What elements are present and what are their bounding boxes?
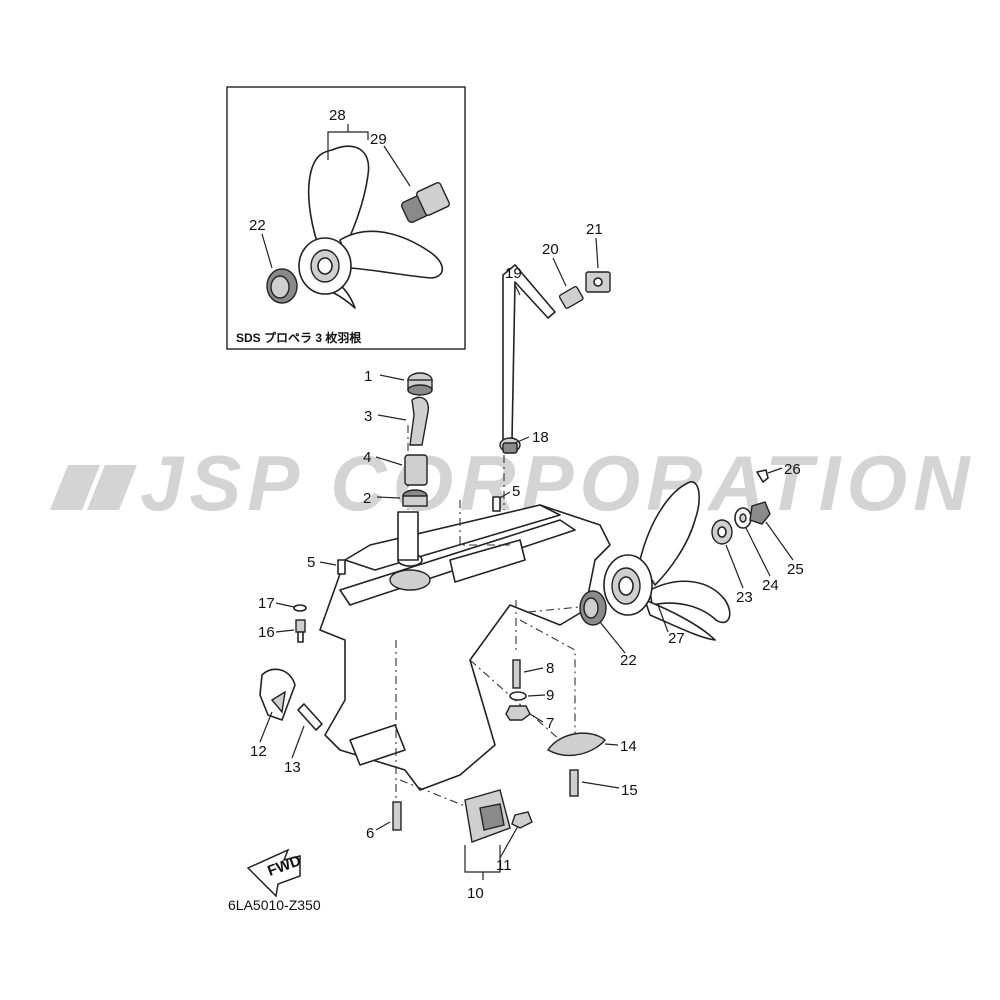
callout-15: 15 [621,782,638,799]
inset-frame [226,86,466,350]
part-3-pipe [409,396,429,446]
callout-21: 21 [586,221,603,238]
part-16-plug [295,619,306,643]
callout-2: 2 [363,490,371,507]
callout-24: 24 [762,577,779,594]
part-4-bushing [404,454,428,486]
part-21-nut [585,271,611,293]
part-5-dowel-pins [337,496,501,575]
callout-16: 16 [258,624,275,641]
part-1-grommet [407,372,433,396]
part-19-shift-rod [502,264,556,441]
callout-19: 19 [505,265,522,282]
part-15-bolt [569,769,579,797]
callout-5-right: 5 [512,483,520,500]
fwd-arrow-icon: FWD [246,848,303,898]
callout-8: 8 [546,660,554,677]
callout-20: 20 [542,241,559,258]
callout-22: 22 [620,652,637,669]
lower-case [319,504,611,791]
callout-12: 12 [250,743,267,760]
part-11-nut [511,811,533,829]
part-9-washer [509,691,527,701]
part-27-propeller [603,481,731,641]
part-20-collar [558,285,584,309]
callout-25: 25 [787,561,804,578]
callout-11: 11 [496,857,512,874]
callout-14: 14 [620,738,637,755]
part-13-bolt [297,703,323,731]
inset-thrust-washer [266,268,298,304]
drawing-code: 6LA5010-Z350 [228,897,321,913]
part-12-anode [259,668,296,721]
callout-17: 17 [258,595,275,612]
callout-26: 26 [784,461,801,478]
callout-1: 1 [364,368,372,385]
part-8-stud [512,659,521,689]
part-2-seal [402,489,428,507]
callout-23: 23 [736,589,753,606]
callout-22-inset: 22 [249,217,266,234]
callout-10: 10 [467,885,484,902]
callout-13: 13 [284,759,301,776]
part-24-washer [734,507,752,529]
leader-lines [259,237,794,880]
watermark-logo [50,465,137,510]
part-10-anode [464,789,511,843]
inset-title: SDS プロペラ 3 枚羽根 [236,330,361,345]
part-14-trim-tab [546,732,606,757]
callout-18: 18 [532,429,549,446]
sds-damper [400,182,450,224]
part-22-thrust-washer [579,590,607,626]
callout-3: 3 [364,408,372,425]
callouts: 1 3 4 2 5 5 17 16 18 19 20 21 26 25 24 2… [250,221,804,902]
part-7-nut [505,705,531,721]
callout-27: 27 [668,630,685,647]
callout-5-left: 5 [307,554,315,571]
inset-sds-propeller: SDS プロペラ 3 枚羽根 28 29 22 [226,86,466,350]
callout-7: 7 [546,715,554,732]
part-25-nut [749,501,771,525]
callout-9: 9 [546,687,554,704]
part-26-cotter-pin [756,469,769,483]
callout-29: 29 [370,131,387,148]
callout-6: 6 [366,825,374,842]
part-23-spacer [711,519,733,545]
part-6-bolt [392,801,402,831]
part-18-boot [499,437,521,454]
callout-28: 28 [329,107,346,124]
callout-4: 4 [363,449,371,466]
part-17-gasket [293,604,307,612]
sds-propeller [298,145,444,309]
